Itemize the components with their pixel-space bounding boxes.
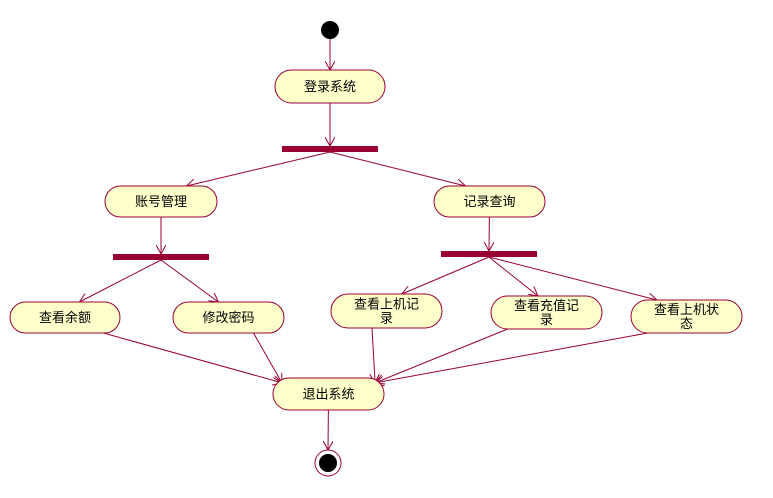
activity-label-account-mgmt: 账号管理 [135, 195, 187, 210]
edge-view-online-status-to-logout [375, 332, 648, 383]
activity-label-record-query: 记录查询 [463, 195, 515, 210]
fork-bar-fork-main [282, 146, 378, 152]
activity-label-view-online-record-line-1: 查看上机记 [354, 297, 419, 313]
nodes: 登录系统账号管理记录查询查看余额修改密码查看上机记录查看充值记录查看上机状态退出… [9, 21, 743, 477]
edges [79, 39, 656, 450]
initial-node [321, 21, 339, 39]
activity-label-change-password: 修改密码 [202, 310, 254, 326]
fork-bar-fork-account [113, 254, 209, 260]
activity-logout: 退出系统 [272, 377, 385, 411]
edge-view-online-record-to-logout [372, 327, 375, 383]
edge-fork-query-to-view-online-record [402, 256, 490, 294]
activity-account-mgmt: 账号管理 [104, 185, 218, 218]
edge-fork-account-to-view-balance [79, 259, 162, 302]
activity-login: 登录系统 [274, 69, 386, 104]
edge-view-recharge-record-to-logout [375, 328, 508, 383]
activity-label-view-online-status-line-1: 查看上机状 [654, 302, 719, 318]
activity-label-view-recharge-record-line-2: 录 [540, 313, 553, 328]
edge-fork-account-to-change-password [160, 259, 218, 302]
activity-label-logout: 退出系统 [302, 388, 354, 403]
activity-change-password: 修改密码 [172, 301, 285, 334]
edge-view-balance-to-logout [103, 332, 282, 383]
edge-fork-query-to-view-online-status [488, 256, 657, 300]
activity-label-view-balance: 查看余额 [39, 310, 91, 326]
activity-label-login: 登录系统 [304, 80, 356, 95]
edge-fork-main-to-account-mgmt [186, 151, 331, 186]
final-node [314, 449, 342, 477]
edge-fork-main-to-record-query [329, 151, 466, 186]
edge-change-password-to-logout [253, 332, 282, 383]
activity-view-balance: 查看余额 [9, 301, 121, 334]
edge-fork-query-to-view-recharge-record [488, 256, 538, 296]
activity-label-view-recharge-record-line-1: 查看充值记 [514, 298, 579, 314]
activity-label-view-online-record-line-2: 录 [380, 312, 393, 327]
activity-record-query: 记录查询 [433, 185, 546, 218]
activity-label-view-online-status-line-2: 态 [680, 317, 693, 332]
fork-bar-fork-query [441, 251, 537, 257]
